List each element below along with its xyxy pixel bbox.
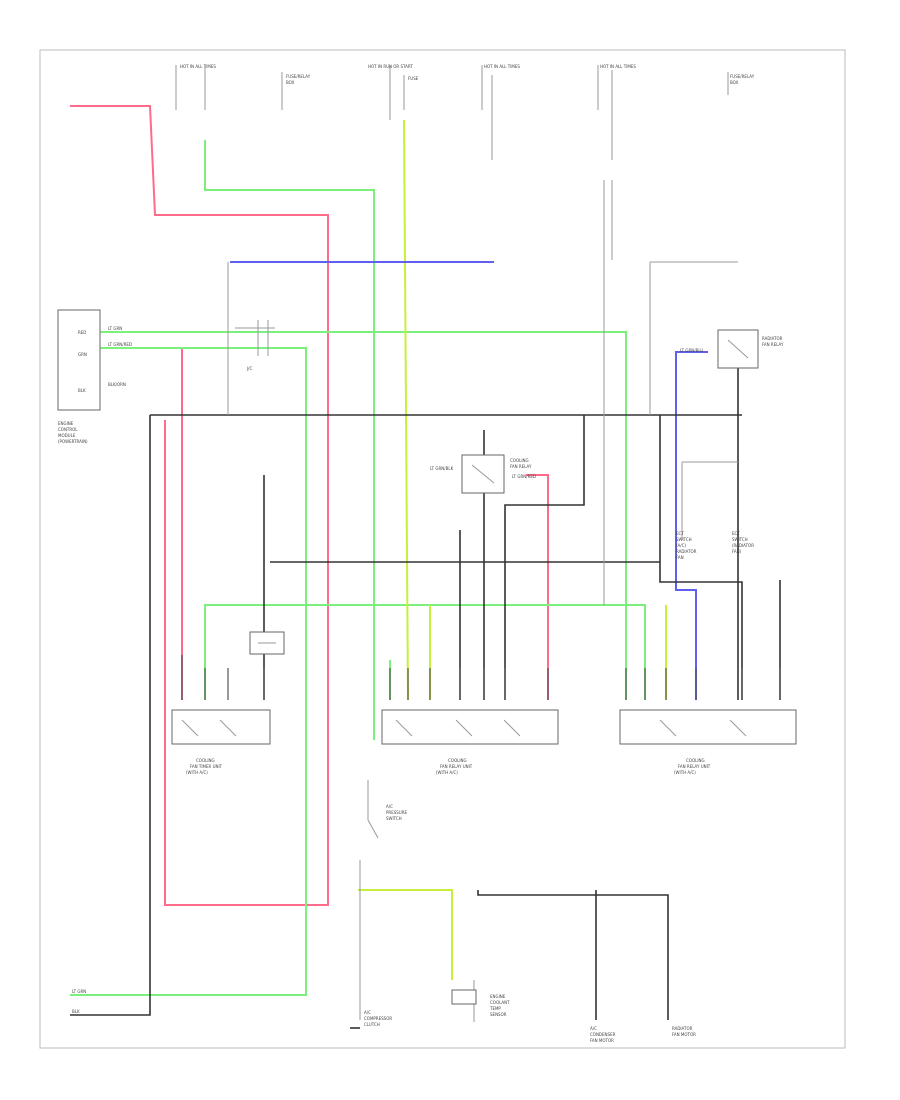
svg-text:BLK/ORN: BLK/ORN [108, 382, 126, 387]
svg-text:LT GRN/RED: LT GRN/RED [108, 342, 132, 347]
radiator-temp-switches: ECT SWITCH (A/C) RADIATOR FAN ECT SWITCH… [676, 531, 754, 560]
svg-text:ECT: ECT [676, 531, 684, 536]
bottom-components: A/C COMPRESSOR CLUTCH ENGINE COOLANT TEM… [350, 989, 696, 1043]
svg-text:TEMP: TEMP [489, 1006, 501, 1011]
yellow-green-wires [358, 119, 667, 980]
svg-text:(POWERTRAIN): (POWERTRAIN) [58, 439, 88, 444]
gray-wires [227, 180, 738, 1022]
svg-text:(RADIATOR: (RADIATOR [732, 543, 754, 548]
svg-text:COOLING: COOLING [510, 458, 529, 463]
red-wires [70, 105, 549, 906]
svg-text:FAN RELAY: FAN RELAY [762, 342, 784, 347]
svg-text:MODULE: MODULE [58, 433, 76, 438]
top-sources: HOT IN ALL TIMES FUSE/RELAY BOX HOT IN R… [175, 64, 755, 160]
svg-text:COOLING: COOLING [448, 758, 467, 763]
svg-text:FAN MOTOR: FAN MOTOR [590, 1038, 614, 1043]
relay-box-left: COOLING FAN TIMER UNIT (WITH A/C) [171, 709, 271, 775]
svg-text:PRESSURE: PRESSURE [386, 810, 408, 815]
svg-text:FAN: FAN [676, 555, 684, 560]
svg-text:HOT IN ALL TIMES: HOT IN ALL TIMES [600, 64, 636, 69]
radiator-fan-relay: RADIATOR FAN RELAY LT GRN/BLU [680, 329, 784, 369]
black-wires [70, 340, 781, 1020]
svg-text:LT GRN/BLK: LT GRN/BLK [430, 466, 454, 471]
svg-text:BOX: BOX [730, 80, 739, 85]
svg-text:ENGINE: ENGINE [58, 421, 74, 426]
svg-text:GRN: GRN [78, 352, 87, 357]
svg-text:HOT IN ALL TIMES: HOT IN ALL TIMES [180, 64, 216, 69]
svg-text:CONTROL: CONTROL [58, 427, 78, 432]
svg-text:LT GRN/RED: LT GRN/RED [512, 474, 536, 479]
svg-text:BOX: BOX [286, 80, 295, 85]
svg-text:COOLING: COOLING [686, 758, 705, 763]
svg-text:SWITCH: SWITCH [676, 537, 692, 542]
diagram-frame [39, 49, 846, 1049]
svg-text:RADIATOR: RADIATOR [676, 549, 697, 554]
svg-text:A/C: A/C [590, 1026, 597, 1031]
blue-wires [230, 261, 708, 700]
svg-text:LT GRN/BLU: LT GRN/BLU [680, 348, 703, 353]
svg-text:(WITH A/C): (WITH A/C) [674, 770, 696, 775]
svg-text:CONDENSER: CONDENSER [590, 1032, 616, 1037]
relay-box-right: COOLING FAN RELAY UNIT (WITH A/C) [619, 709, 797, 775]
svg-text:ENGINE: ENGINE [490, 994, 506, 999]
diode-module [249, 631, 285, 655]
left-terminals: LT GRN BLK [72, 989, 86, 1014]
pcm-connector: RED GRN BLK LT GRN LT GRN/RED BLK/ORN EN… [57, 309, 132, 444]
svg-text:BLK: BLK [78, 388, 86, 393]
svg-text:FUSE/RELAY: FUSE/RELAY [730, 74, 755, 79]
svg-text:A/C: A/C [386, 804, 393, 809]
svg-text:COOLING: COOLING [196, 758, 215, 763]
junction-connector: J/C [235, 320, 275, 371]
svg-text:FAN TIMER UNIT: FAN TIMER UNIT [190, 764, 223, 769]
svg-text:RED: RED [78, 330, 86, 335]
svg-text:FUSE/RELAY: FUSE/RELAY [286, 74, 311, 79]
svg-text:SWITCH: SWITCH [386, 816, 402, 821]
svg-text:SWITCH: SWITCH [732, 537, 748, 542]
svg-text:FUSE: FUSE [408, 76, 419, 81]
svg-text:LT GRN: LT GRN [72, 989, 86, 994]
svg-text:SENSOR: SENSOR [490, 1012, 507, 1017]
green-wires [70, 140, 646, 996]
svg-text:ECT: ECT [732, 531, 740, 536]
connector-pins [181, 655, 781, 700]
svg-text:FAN RELAY UNIT: FAN RELAY UNIT [440, 764, 473, 769]
condenser-fan-relay: COOLING FAN RELAY LT GRN/BLK LT GRN/RED [430, 454, 536, 494]
relay-box-center: COOLING FAN RELAY UNIT (WITH A/C) [381, 709, 559, 775]
svg-text:HOT IN ALL TIMES: HOT IN ALL TIMES [484, 64, 520, 69]
svg-text:COMPRESSOR: COMPRESSOR [364, 1016, 392, 1021]
svg-text:RADIATOR: RADIATOR [762, 336, 783, 341]
svg-text:(A/C): (A/C) [676, 543, 686, 548]
svg-text:FAN RELAY: FAN RELAY [510, 464, 532, 469]
svg-text:FAN RELAY UNIT: FAN RELAY UNIT [678, 764, 711, 769]
svg-text:COOLANT: COOLANT [490, 1000, 510, 1005]
svg-text:J/C: J/C [246, 366, 253, 371]
svg-text:RADIATOR: RADIATOR [672, 1026, 693, 1031]
svg-text:CLUTCH: CLUTCH [364, 1022, 380, 1027]
ac-switch: A/C PRESSURE SWITCH [367, 780, 408, 839]
svg-text:FAN MOTOR: FAN MOTOR [672, 1032, 696, 1037]
svg-text:(WITH A/C): (WITH A/C) [436, 770, 458, 775]
svg-text:BLK: BLK [72, 1009, 80, 1014]
svg-text:FAN): FAN) [732, 549, 742, 554]
svg-text:(WITH A/C): (WITH A/C) [186, 770, 208, 775]
svg-text:A/C: A/C [364, 1010, 371, 1015]
svg-text:LT GRN: LT GRN [108, 326, 122, 331]
svg-text:HOT IN RUN OR START: HOT IN RUN OR START [368, 64, 413, 69]
